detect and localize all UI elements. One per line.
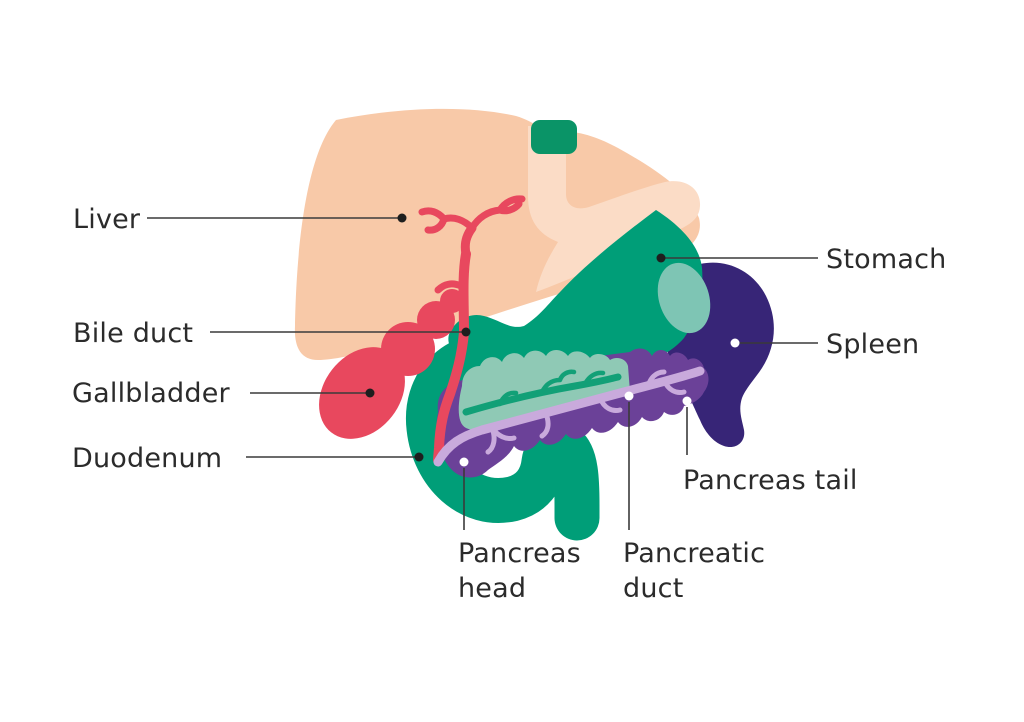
duct-behind-stomach-lines <box>462 369 622 416</box>
stomach-spleen-overlap-shape <box>657 262 711 334</box>
leader-lines <box>147 217 818 530</box>
gallbladder-neck <box>440 289 464 313</box>
pancreatic-duct-shape <box>433 366 705 467</box>
liver-dot <box>397 213 407 223</box>
liver-shape <box>294 108 700 360</box>
stomach-dot <box>656 253 666 263</box>
gallbladder-dot <box>365 388 375 398</box>
pancreatic-duct-branches <box>485 369 687 455</box>
esophagus-cap-shape <box>531 120 577 154</box>
duct-behind-stomach-branch <box>497 369 606 407</box>
gallbladder-lobe-1 <box>381 322 435 376</box>
label-pancreas-tail: Pancreas tail <box>683 465 858 496</box>
label-pancreas-head: Pancreas head <box>458 538 581 605</box>
duct-behind-stomach-main <box>462 373 622 416</box>
duodenum-shape <box>405 331 600 541</box>
label-liver: Liver <box>73 204 141 235</box>
pancreas-tail-dot <box>682 396 692 406</box>
label-duodenum: Duodenum <box>72 443 223 474</box>
label-stomach: Stomach <box>826 244 947 275</box>
esophagus-light-lobe-shape <box>528 126 701 292</box>
label-spleen: Spleen <box>826 329 920 360</box>
pancreatic-duct-dot <box>624 391 634 401</box>
bile-duct-dot <box>461 327 471 337</box>
bile-duct-shape <box>418 195 526 465</box>
label-gallbladder: Gallbladder <box>72 378 230 409</box>
bile-duct-branches <box>418 195 526 294</box>
stomach-shape <box>448 210 703 369</box>
pancreas-head-dot <box>459 457 469 467</box>
spleen-dot <box>730 338 740 348</box>
label-bile-duct: Bile duct <box>73 318 194 349</box>
duodenum-dot <box>414 452 424 462</box>
label-pancreatic-duct: Pancreatic duct <box>623 538 766 605</box>
bile-duct-main <box>433 249 471 465</box>
leader-dots <box>365 213 740 467</box>
